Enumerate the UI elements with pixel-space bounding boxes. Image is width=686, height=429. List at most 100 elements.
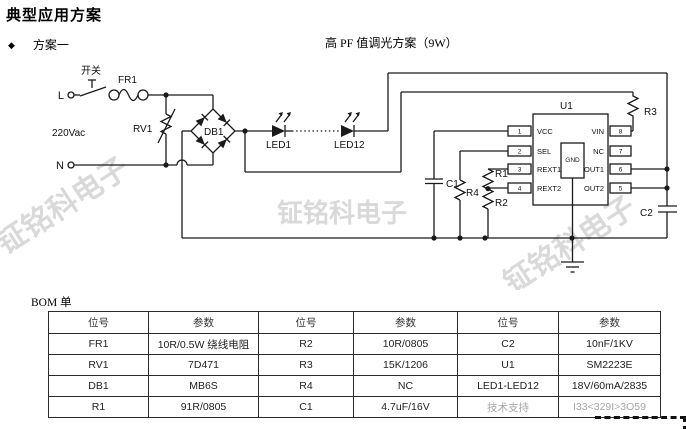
scheme-bullet-row: ◆ 方案一 xyxy=(8,36,69,53)
bom-title: BOM 单 xyxy=(31,297,72,309)
bom-header-cell: 位号 xyxy=(457,311,559,334)
bom-cell: 15K/1206 xyxy=(353,354,458,376)
diode-icon xyxy=(217,113,231,127)
live-terminal-label: L xyxy=(58,90,64,102)
bom-row: FR1 10R/0.5W 绕线电阻 R2 10R/0805 C2 10nF/1K… xyxy=(48,333,661,355)
pin-number: 3 xyxy=(518,167,522,174)
led12-symbol xyxy=(341,112,360,137)
r4-label: R4 xyxy=(466,188,479,199)
pin-number: 6 xyxy=(619,167,623,174)
ic-u1 xyxy=(507,113,632,273)
bom-cell: DB1 xyxy=(48,375,149,397)
pin-name: OUT2 xyxy=(584,184,604,193)
led1-symbol xyxy=(272,112,291,137)
schematic-labels: L N 220Vac 开关 FR1 RV1 DB1 LED1 LED12 C1 … xyxy=(52,64,657,219)
bom-cell: 10nF/1KV xyxy=(558,333,661,355)
watermark-text: 钲铭科电子 xyxy=(277,198,407,228)
bom-cell: NC xyxy=(353,375,458,397)
bom-header-cell: 参数 xyxy=(353,311,458,334)
r2-resistor-symbol xyxy=(481,188,495,210)
led1-label: LED1 xyxy=(266,140,291,151)
fuse-label: FR1 xyxy=(118,75,137,86)
bom-row: R1 91R/0805 C1 4.7uF/16V 技术支持 I33<329I>3… xyxy=(48,396,661,418)
pin-box xyxy=(507,182,532,194)
output-rail-section xyxy=(631,73,677,238)
fuse-symbol xyxy=(108,89,120,101)
junction-dot xyxy=(482,235,488,241)
bridge-rectifier-symbol xyxy=(190,108,236,154)
pin-name: NC xyxy=(593,147,604,156)
bom-cell: R4 xyxy=(258,375,354,397)
c1-label: C1 xyxy=(446,179,459,190)
pin-name: VCC xyxy=(537,127,553,136)
varistor-symbol xyxy=(157,95,176,165)
vin-supply-section xyxy=(244,91,640,173)
bom-header-cell: 参数 xyxy=(148,311,259,334)
c1-capacitor-section xyxy=(425,130,508,238)
bom-cell: FR1 xyxy=(48,333,149,355)
pin-number: 1 xyxy=(518,129,522,136)
pin-box xyxy=(609,163,632,175)
pin-name: OUT1 xyxy=(584,165,604,174)
mains-voltage-label: 220Vac xyxy=(52,128,85,139)
pin-box xyxy=(507,125,532,137)
ground-rail-section xyxy=(181,130,667,241)
bom-cell: R3 xyxy=(258,354,354,376)
r1-resistor-symbol xyxy=(481,168,495,190)
ground-symbol-icon xyxy=(561,261,584,273)
circuit-schematic: 钲铭科电子 钲铭科电子 钲铭科电子 xyxy=(0,64,677,290)
bom-cell-support-contact: I33<329I>3O59 xyxy=(558,396,661,418)
bom-cell: C2 xyxy=(457,333,559,355)
switch-lever xyxy=(79,86,107,97)
c2-capacitor-symbol xyxy=(658,205,677,213)
bom-cell: 10R/0.5W 绕线电阻 xyxy=(148,333,259,355)
bom-cell: LED1-LED12 xyxy=(457,375,559,397)
pin-box xyxy=(507,163,532,175)
mains-input-section xyxy=(67,79,214,169)
diamond-bullet-icon: ◆ xyxy=(8,40,15,50)
switch-label: 开关 xyxy=(81,64,101,77)
bridge-label: DB1 xyxy=(204,127,224,138)
c2-label: C2 xyxy=(640,208,653,219)
gnd-pad-label: GND xyxy=(565,157,580,164)
r1-r2-divider-section xyxy=(481,168,508,238)
scheme-label: 方案一 xyxy=(32,38,69,52)
junction-dot xyxy=(163,162,169,168)
bom-cell: R2 xyxy=(258,333,354,355)
bom-header-cell: 位号 xyxy=(48,311,149,334)
page-title: 典型应用方案 xyxy=(6,7,103,24)
bom-cell: 4.7uF/16V xyxy=(353,396,458,418)
pin-box xyxy=(609,182,632,194)
bom-cell: MB6S xyxy=(148,375,259,397)
pin-name: REXT2 xyxy=(537,184,561,193)
pin-box xyxy=(609,145,632,157)
r3-label: R3 xyxy=(644,107,657,118)
bom-row: DB1 MB6S R4 NC LED1-LED12 18V/60mA/2835 xyxy=(48,375,661,397)
diode-icon xyxy=(195,135,209,149)
led12-label: LED12 xyxy=(334,140,365,151)
pin-number: 4 xyxy=(518,186,522,193)
bom-cell: 18V/60mA/2835 xyxy=(558,375,661,397)
pin-number: 8 xyxy=(619,129,623,136)
bom-cell: RV1 xyxy=(48,354,149,376)
pin-box xyxy=(609,125,632,137)
bom-table: 位号 参数 位号 参数 位号 参数 FR1 10R/0.5W 绕线电阻 R2 1… xyxy=(48,311,661,418)
neutral-terminal-label: N xyxy=(56,160,64,172)
watermark-text: 钲铭科电子 xyxy=(0,151,135,260)
bom-cell: SM2223E xyxy=(558,354,661,376)
diode-icon xyxy=(217,135,231,149)
r3-resistor-symbol xyxy=(626,92,640,120)
pin-number: 5 xyxy=(619,186,623,193)
terminal-circle xyxy=(67,91,75,99)
bom-cell: C1 xyxy=(258,396,354,418)
u1-label: U1 xyxy=(560,101,573,112)
bom-header-cell: 位号 xyxy=(258,311,354,334)
r1-label: R1 xyxy=(495,169,508,180)
pin-name: VIN xyxy=(591,127,604,136)
scheme-title: 高 PF 值调光方案（9W） xyxy=(325,36,458,50)
pin-number: 7 xyxy=(619,149,623,156)
bom-cell: U1 xyxy=(457,354,559,376)
r2-label: R2 xyxy=(495,198,508,209)
pin-number: 2 xyxy=(518,149,522,156)
